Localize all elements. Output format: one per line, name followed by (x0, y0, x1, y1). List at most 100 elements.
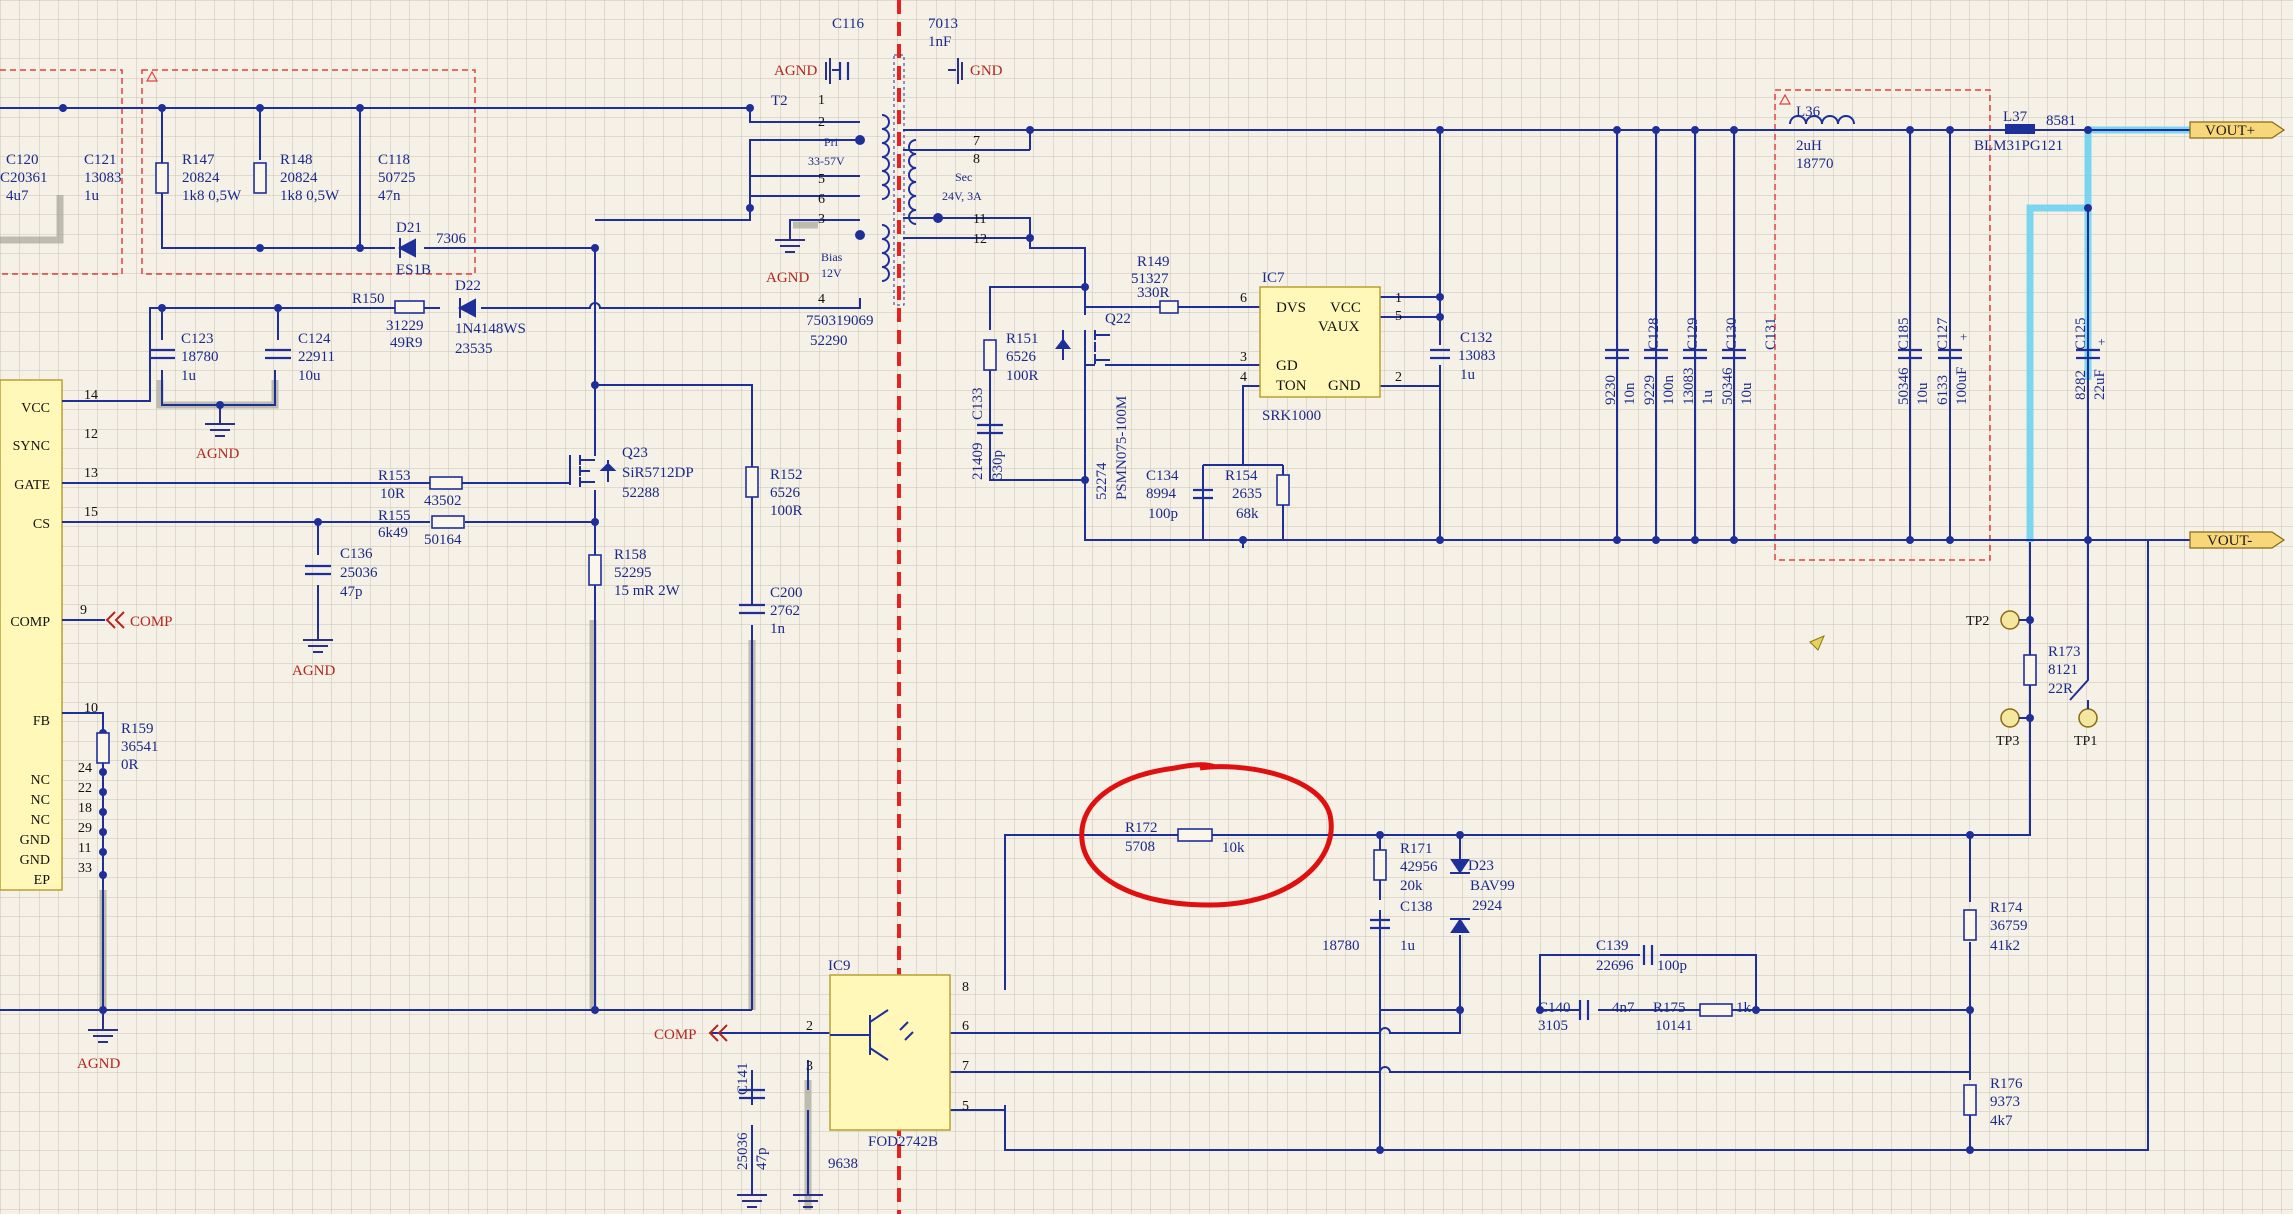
val-q23: SiR5712DP (622, 465, 694, 481)
val2-l36: 18770 (1796, 156, 1834, 172)
ic7-body (1259, 286, 1381, 398)
t2-pri: Pri (824, 135, 839, 149)
val2-l37: BLM31PG121 (1974, 138, 2063, 154)
ic7-pin: 4 (1240, 370, 1247, 385)
marker-icon (1809, 635, 1825, 651)
capacitor-symbols (149, 62, 2100, 1100)
val2-d22: 23535 (455, 341, 493, 357)
val-r154: 2635 (1232, 486, 1262, 502)
val2-r159: 0R (121, 757, 139, 773)
output-filter-box (1774, 89, 1991, 561)
pin-number: 11 (78, 841, 91, 856)
pin-number: 18 (78, 801, 92, 816)
ref-c120: C120 (6, 152, 39, 168)
ref-r159: R159 (121, 721, 154, 737)
val2-c140: 4n7 (1612, 1000, 1635, 1016)
val2-c185: 10u (1915, 382, 1931, 405)
controller-ic-body (0, 379, 63, 891)
ic7-pin: 2 (1395, 370, 1402, 385)
val2-r173: 22R (2048, 681, 2073, 697)
ref-c140: C140 (1538, 1000, 1571, 1016)
ref-r153: R153 (378, 468, 411, 484)
t2-pin: 1 (818, 93, 825, 108)
val-c129: 9229 (1642, 375, 1658, 405)
port-label: VCC (21, 401, 50, 416)
ref-c125: C125 (2073, 317, 2089, 350)
port-label: NC (31, 793, 50, 808)
val-c131: 50346 (1720, 367, 1736, 405)
agnd-label: AGND (766, 270, 809, 286)
val2-c141: 47p (754, 1148, 770, 1171)
ic7-vaux: VAUX (1318, 319, 1360, 335)
val2-r158: 15 mR 2W (614, 583, 681, 599)
gnd-label: GND (970, 63, 1003, 79)
ic7-ton: TON (1276, 378, 1307, 394)
port-label: NC (31, 773, 50, 788)
val2-r150: 49R9 (390, 335, 423, 351)
ic7-vcc: VCC (1330, 300, 1361, 316)
ref-r147: R147 (182, 152, 215, 168)
ref-r150: R150 (352, 291, 385, 307)
ref-c130: C130 (1724, 317, 1740, 350)
ref-d23: D23 (1468, 858, 1494, 874)
ref-c123: C123 (181, 331, 214, 347)
ref-c132: C132 (1460, 330, 1493, 346)
val2-r153: 43502 (424, 493, 462, 509)
val2-r171: 20k (1400, 878, 1423, 894)
port-label: SYNC (13, 439, 50, 454)
ref-l37: L37 (2003, 109, 2028, 125)
ref-r158: R158 (614, 547, 647, 563)
tp-label: TP2 (1966, 614, 1989, 629)
annotation-circle (1079, 762, 1334, 908)
val-c116: 7013 (928, 16, 958, 32)
resistor-symbols (96, 162, 2037, 1116)
val2-c130: 1u (1700, 390, 1716, 406)
val-ic9: FOD2742B (868, 1134, 938, 1150)
t2-sec: Sec (955, 170, 972, 184)
val2-c128: 10n (1622, 382, 1638, 405)
comp-net-symbols (105, 611, 728, 1042)
agnd-label: AGND (77, 1056, 120, 1072)
val-r152: 6526 (770, 485, 801, 501)
ic7-pin: 1 (1395, 291, 1402, 306)
val2-ic9: 9638 (828, 1156, 858, 1172)
ref-c138: C138 (1400, 899, 1433, 915)
val2-c131: 10u (1739, 382, 1755, 405)
val-r172: 5708 (1125, 839, 1155, 855)
val2-r172: 10k (1222, 840, 1245, 856)
comp-label: COMP (130, 614, 173, 630)
pin-number: 10 (84, 701, 98, 716)
output-port-labels: VOUT+ VOUT- (2205, 123, 2255, 549)
ref-c116: C116 (832, 16, 864, 32)
val-c200: 2762 (770, 603, 800, 619)
ic9-pin: 7 (962, 1059, 969, 1074)
pin-number: 15 (84, 505, 98, 520)
val-q22: PSMN075-100M (1114, 396, 1130, 500)
polarity-mark: + (2098, 334, 2105, 349)
ic7-pin: 5 (1395, 309, 1402, 324)
port-label: COMP (10, 615, 50, 630)
ref-c134: C134 (1146, 468, 1179, 484)
comp-label: COMP (654, 1027, 697, 1043)
val2-c118: 47n (378, 188, 401, 204)
val-r173: 8121 (2048, 662, 2078, 678)
val2-r176: 4k7 (1990, 1113, 2013, 1129)
vout-minus-label: VOUT- (2207, 533, 2252, 549)
ic7-gnd: GND (1328, 378, 1361, 394)
val-c120: C20361 (0, 170, 48, 186)
t2-pin: 12 (973, 232, 987, 247)
pin-number: 24 (78, 761, 92, 776)
t2-bias: Bias (821, 250, 843, 264)
val-r151: 6526 (1006, 349, 1037, 365)
val-d23: BAV99 (1470, 878, 1515, 894)
val-c134: 8994 (1146, 486, 1177, 502)
val-r174: 36759 (1990, 918, 2028, 934)
val2-c136: 47p (340, 584, 363, 600)
ref-c133: C133 (970, 387, 986, 420)
agnd-label: AGND (292, 663, 335, 679)
transformer-windings (881, 114, 1855, 282)
val-ic7: SRK1000 (1262, 408, 1321, 424)
val2-c124: 10u (298, 368, 321, 384)
val-r153: 10R (380, 486, 405, 502)
